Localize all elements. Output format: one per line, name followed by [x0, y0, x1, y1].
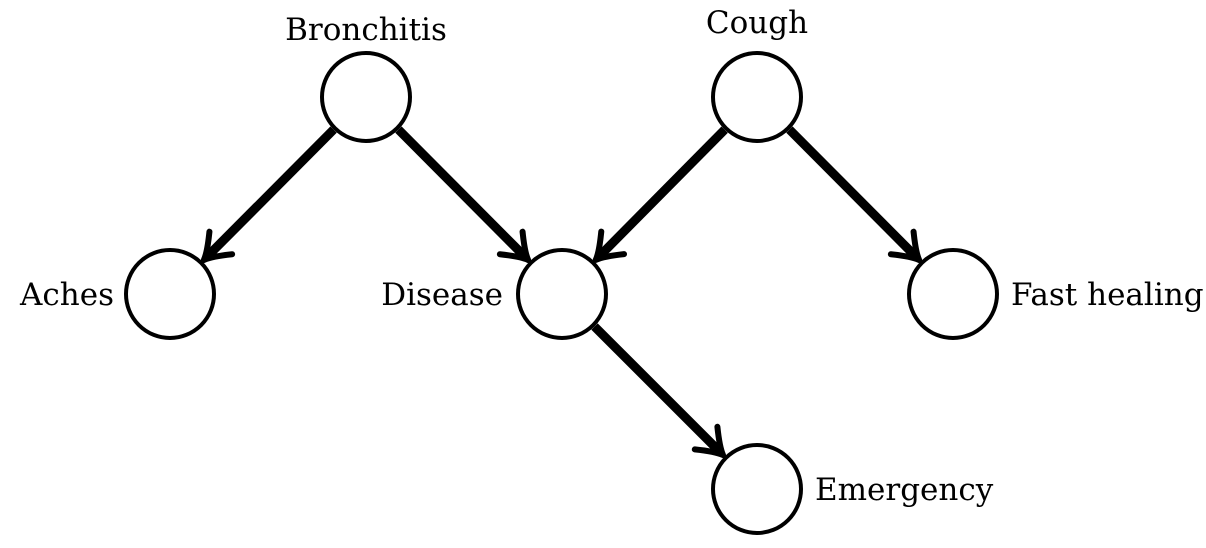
node-label-emergency: Emergency — [815, 472, 994, 508]
edge-line — [202, 126, 337, 262]
edge-bronchitis-to-disease — [395, 126, 532, 263]
edge-cough-to-fast-healing — [786, 126, 923, 263]
edge-cough-to-disease — [592, 126, 728, 263]
edge-line — [591, 323, 725, 457]
node-label-fast-healing: Fast healing — [1011, 277, 1204, 313]
edge-line — [395, 126, 530, 262]
node-bronchitis[interactable]: Bronchitis — [285, 12, 447, 143]
edge-line — [594, 126, 728, 261]
node-disease[interactable]: Disease — [381, 248, 608, 340]
node-label-disease: Disease — [381, 277, 503, 313]
node-label-aches: Aches — [19, 277, 114, 313]
edge-bronchitis-to-aches — [200, 126, 337, 263]
node-emergency[interactable]: Emergency — [711, 443, 994, 535]
arrow-head-icon — [496, 228, 532, 263]
nodes-layer: Bronchitis Cough Aches Disease Fast heal… — [19, 5, 1204, 535]
node-cough[interactable]: Cough — [706, 5, 808, 143]
arrow-head-icon — [200, 228, 236, 263]
edges-layer — [200, 126, 923, 459]
edge-line — [786, 126, 921, 262]
arrow-head-icon — [691, 423, 727, 459]
edge-disease-to-emergency — [591, 323, 727, 459]
arrow-head-icon — [592, 228, 628, 263]
arrow-head-icon — [887, 228, 923, 263]
node-fast-healing[interactable]: Fast healing — [907, 248, 1204, 340]
node-aches[interactable]: Aches — [19, 248, 216, 340]
node-label-cough: Cough — [706, 5, 808, 41]
node-label-bronchitis: Bronchitis — [285, 12, 447, 48]
